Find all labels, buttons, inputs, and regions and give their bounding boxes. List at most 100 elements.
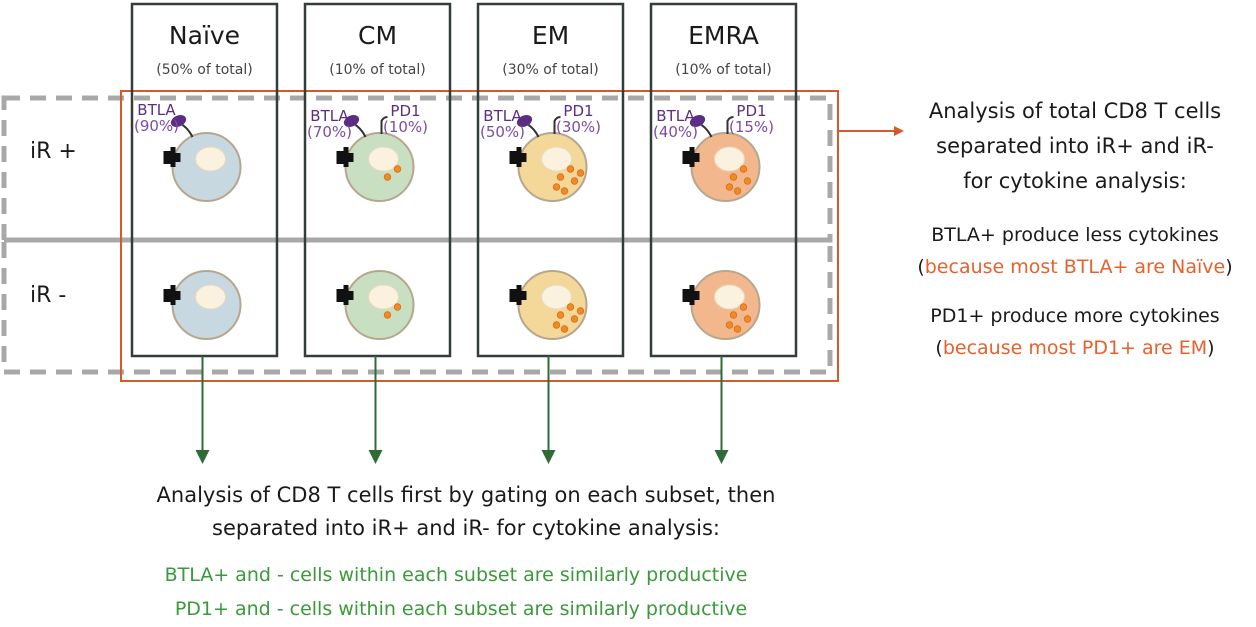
granule	[552, 183, 561, 191]
right-note-1: BTLA+ produce less cytokines	[931, 224, 1218, 246]
right-panel: Analysis of total CD8 T cells separated …	[917, 99, 1232, 359]
pd1-receptor-icon: PD1(30%)	[553, 102, 601, 136]
tcr-receptor-icon	[336, 147, 354, 167]
granule	[556, 311, 565, 319]
cell-naive-ir-positive: BTLA(90%)	[134, 101, 242, 202]
btla-pct: (40%)	[653, 123, 698, 141]
subset-title-cm: CM	[358, 21, 397, 50]
pd1-label: PD1	[736, 102, 766, 120]
granule	[733, 187, 742, 195]
cell-nucleus	[714, 146, 745, 172]
subset-title-em: EM	[532, 21, 569, 50]
row-box-ir-positive	[1, 95, 833, 243]
right-note-1-reason: (because most BTLA+ are Naïve)	[917, 256, 1232, 278]
subset-pct-emra: (10% of total)	[675, 62, 771, 78]
granule	[560, 187, 569, 195]
btla-label: BTLA	[656, 107, 695, 125]
subset-column-naive: Naïve(50% of total)BTLA(90%)	[130, 2, 279, 358]
arrowhead-naive	[195, 450, 210, 464]
right-note-2: PD1+ produce more cytokines	[930, 305, 1219, 327]
arrowhead-cm	[368, 450, 383, 464]
cell-em-ir-negative	[509, 270, 588, 340]
granule	[743, 315, 752, 323]
cell-nucleus	[368, 146, 399, 172]
cell-naive-ir-negative	[163, 270, 242, 340]
total-analysis-box	[120, 90, 839, 382]
subset-column-cm: CM (10% of total) BTLA(70%) PD1(10%)	[303, 2, 452, 358]
btla-label: BTLA	[483, 107, 522, 125]
btla-receptor-icon: BTLA(90%)	[134, 101, 194, 138]
arrowhead-emra	[714, 450, 729, 464]
tcr-receptor-icon	[163, 147, 181, 167]
subset-box-emra	[649, 2, 798, 358]
granule	[725, 321, 734, 329]
btla-label: BTLA	[310, 107, 349, 125]
btla-receptor-icon: BTLA(40%)	[653, 107, 713, 141]
granule	[570, 315, 579, 323]
cell-nucleus	[195, 284, 226, 310]
right-title-line-1: Analysis of total CD8 T cells	[929, 99, 1221, 123]
right-title-line-2: separated into iR+ and iR-	[936, 134, 1214, 158]
bottom-panel: Analysis of CD8 T cells first by gating …	[157, 483, 776, 620]
subset-box-naive	[130, 2, 279, 358]
cell-emra-ir-negative	[682, 270, 761, 340]
pd1-pct: (30%)	[556, 118, 601, 136]
tcr-receptor-icon	[509, 285, 527, 305]
granule	[566, 303, 575, 311]
subset-column-emra: EMRA (10% of total) BTLA(40%) PD1(15%)	[649, 2, 798, 358]
pd1-label: PD1	[390, 102, 420, 120]
subset-box-cm	[303, 2, 452, 358]
right-note-2-reason: (because most PD1+ are EM)	[935, 337, 1214, 359]
tcr-receptor-icon	[682, 147, 700, 167]
granule	[729, 311, 738, 319]
btla-pct: (70%)	[307, 123, 352, 141]
granule	[733, 325, 742, 333]
row-label-ir-negative: iR -	[30, 283, 66, 308]
granule	[739, 303, 748, 311]
granule	[383, 173, 392, 181]
tcr-receptor-icon	[163, 285, 181, 305]
cell-nucleus	[541, 284, 572, 310]
granule	[552, 321, 561, 329]
tcr-receptor-icon	[682, 285, 700, 305]
granule	[570, 177, 579, 185]
btla-label: BTLA	[137, 101, 176, 119]
pd1-pct: (15%)	[729, 118, 774, 136]
right-title-line-3: for cytokine analysis:	[963, 169, 1187, 193]
granule	[556, 173, 565, 181]
granule	[729, 173, 738, 181]
cell-cm-ir-negative	[336, 270, 415, 340]
granule	[743, 177, 752, 185]
granule	[725, 183, 734, 191]
granule	[393, 303, 402, 311]
pd1-receptor-icon: PD1(10%)	[380, 102, 428, 136]
subset-pct-cm: (10% of total)	[329, 62, 425, 78]
cell-nucleus	[541, 146, 572, 172]
pd1-label: PD1	[563, 102, 593, 120]
cell-nucleus	[368, 284, 399, 310]
tcr-receptor-icon	[336, 285, 354, 305]
bottom-title-line-2: separated into iR+ and iR- for cytokine …	[212, 516, 720, 540]
pd1-receptor-icon: PD1(15%)	[726, 102, 774, 136]
granule	[739, 165, 748, 173]
cell-emra-ir-positive: BTLA(40%) PD1(15%)	[653, 102, 774, 202]
subset-pct-em: (30% of total)	[502, 62, 598, 78]
btla-pct: (50%)	[480, 123, 525, 141]
subset-column-em: EM (30% of total) BTLA(50%) PD1(30%)	[476, 2, 625, 358]
cell-nucleus	[195, 146, 226, 172]
subset-box-em	[476, 2, 625, 358]
granule	[560, 325, 569, 333]
btla-receptor-icon: BTLA(50%)	[480, 107, 540, 141]
bottom-title-line-1: Analysis of CD8 T cells first by gating …	[157, 483, 776, 507]
btla-pct: (90%)	[134, 117, 179, 135]
row-box-ir-negative	[1, 237, 833, 375]
btla-receptor-icon: BTLA(70%)	[307, 107, 367, 141]
granule	[576, 169, 585, 177]
bottom-note-2: PD1+ and - cells within each subset are …	[175, 598, 747, 620]
cell-cm-ir-positive: BTLA(70%) PD1(10%)	[307, 102, 428, 202]
subset-title-emra: EMRA	[688, 21, 759, 50]
granule	[383, 311, 392, 319]
tcr-receptor-icon	[509, 147, 527, 167]
row-label-ir-positive: iR +	[30, 139, 77, 164]
